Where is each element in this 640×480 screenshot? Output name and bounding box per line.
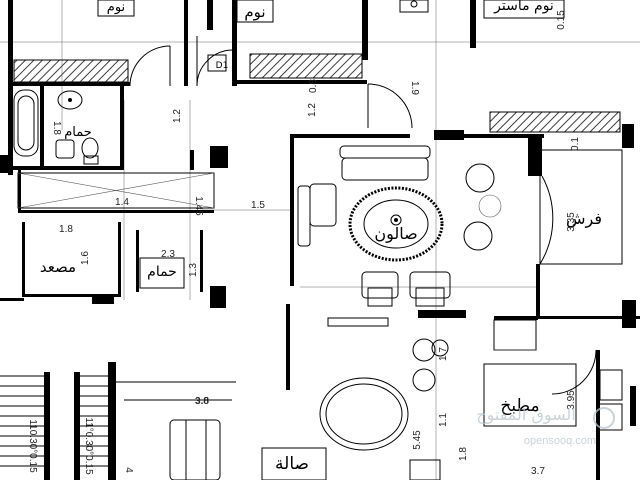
- dimension-label: 1.7: [438, 347, 449, 361]
- staircase: [0, 372, 236, 480]
- dimension-label: 0.1: [570, 137, 581, 151]
- dimension-label: 3.7: [531, 466, 545, 477]
- dimension-label: 1.8: [59, 224, 73, 235]
- dimension-label: 4: [123, 467, 134, 473]
- dimension-label: 1.6: [80, 251, 91, 265]
- label-salon: صالون: [374, 224, 417, 244]
- watermark-latin: opensooq.com: [524, 435, 596, 447]
- dimension-label: 3.35: [566, 212, 577, 232]
- dimension-label: 110.30°0.15: [27, 419, 38, 473]
- dimension-label: 0.8: [308, 79, 319, 93]
- salon-furniture: [297, 145, 502, 307]
- wardrobes: [13, 53, 621, 209]
- door-tag: D1: [216, 61, 229, 71]
- label-bedroom-1: نوم: [107, 0, 125, 15]
- dimension-labels: 1.8 1.2 1.2 0.8 1.9 1.4 1.45 1.5 1.8 1.6…: [27, 10, 581, 477]
- label-bathroom-2: حمام: [147, 264, 177, 280]
- label-bathroom-1: حمام: [64, 125, 92, 140]
- dimension-label: 1.1: [438, 413, 449, 427]
- dimension-label: 1.8: [51, 121, 62, 135]
- watermark: السوق المفتوح opensooq.com: [476, 405, 615, 447]
- dimension-label: 1.2: [307, 103, 318, 117]
- kitchen-furniture: [483, 149, 623, 431]
- dimension-label: 11°0.30°0.15: [83, 417, 94, 475]
- watermark-arabic: السوق المفتوح: [476, 405, 575, 425]
- label-master-bedroom: نوم ماستر: [493, 0, 554, 14]
- dimension-label: 1.8: [458, 447, 469, 461]
- label-furnished: فرش: [566, 209, 602, 229]
- label-elevator: مصعد: [40, 258, 76, 276]
- dimension-label: 3.95: [566, 390, 577, 410]
- dimension-label: 3.8: [195, 396, 209, 407]
- dimension-label: 1.2: [172, 109, 183, 123]
- dimension-label: 1.3: [188, 263, 199, 277]
- dimension-label: 5.45: [412, 430, 423, 450]
- label-kitchen: مطبخ: [500, 396, 539, 416]
- bathroom-fixtures: [13, 0, 429, 165]
- label-bedroom-2: نوم: [244, 3, 265, 21]
- dimension-label: 1.4: [115, 197, 129, 208]
- label-hall: صالة: [275, 454, 309, 474]
- dimension-label: 2.3: [161, 249, 175, 260]
- dimension-label: 1.45: [193, 196, 204, 216]
- dimension-label: 1.5: [251, 200, 265, 211]
- dining-furniture: [169, 317, 449, 480]
- dimension-label: 1.9: [409, 81, 420, 95]
- room-labels: نوم نوم نوم ماستر حمام حمام مصعد صالون ف…: [40, 0, 602, 474]
- dimension-label: 0.15: [556, 10, 567, 30]
